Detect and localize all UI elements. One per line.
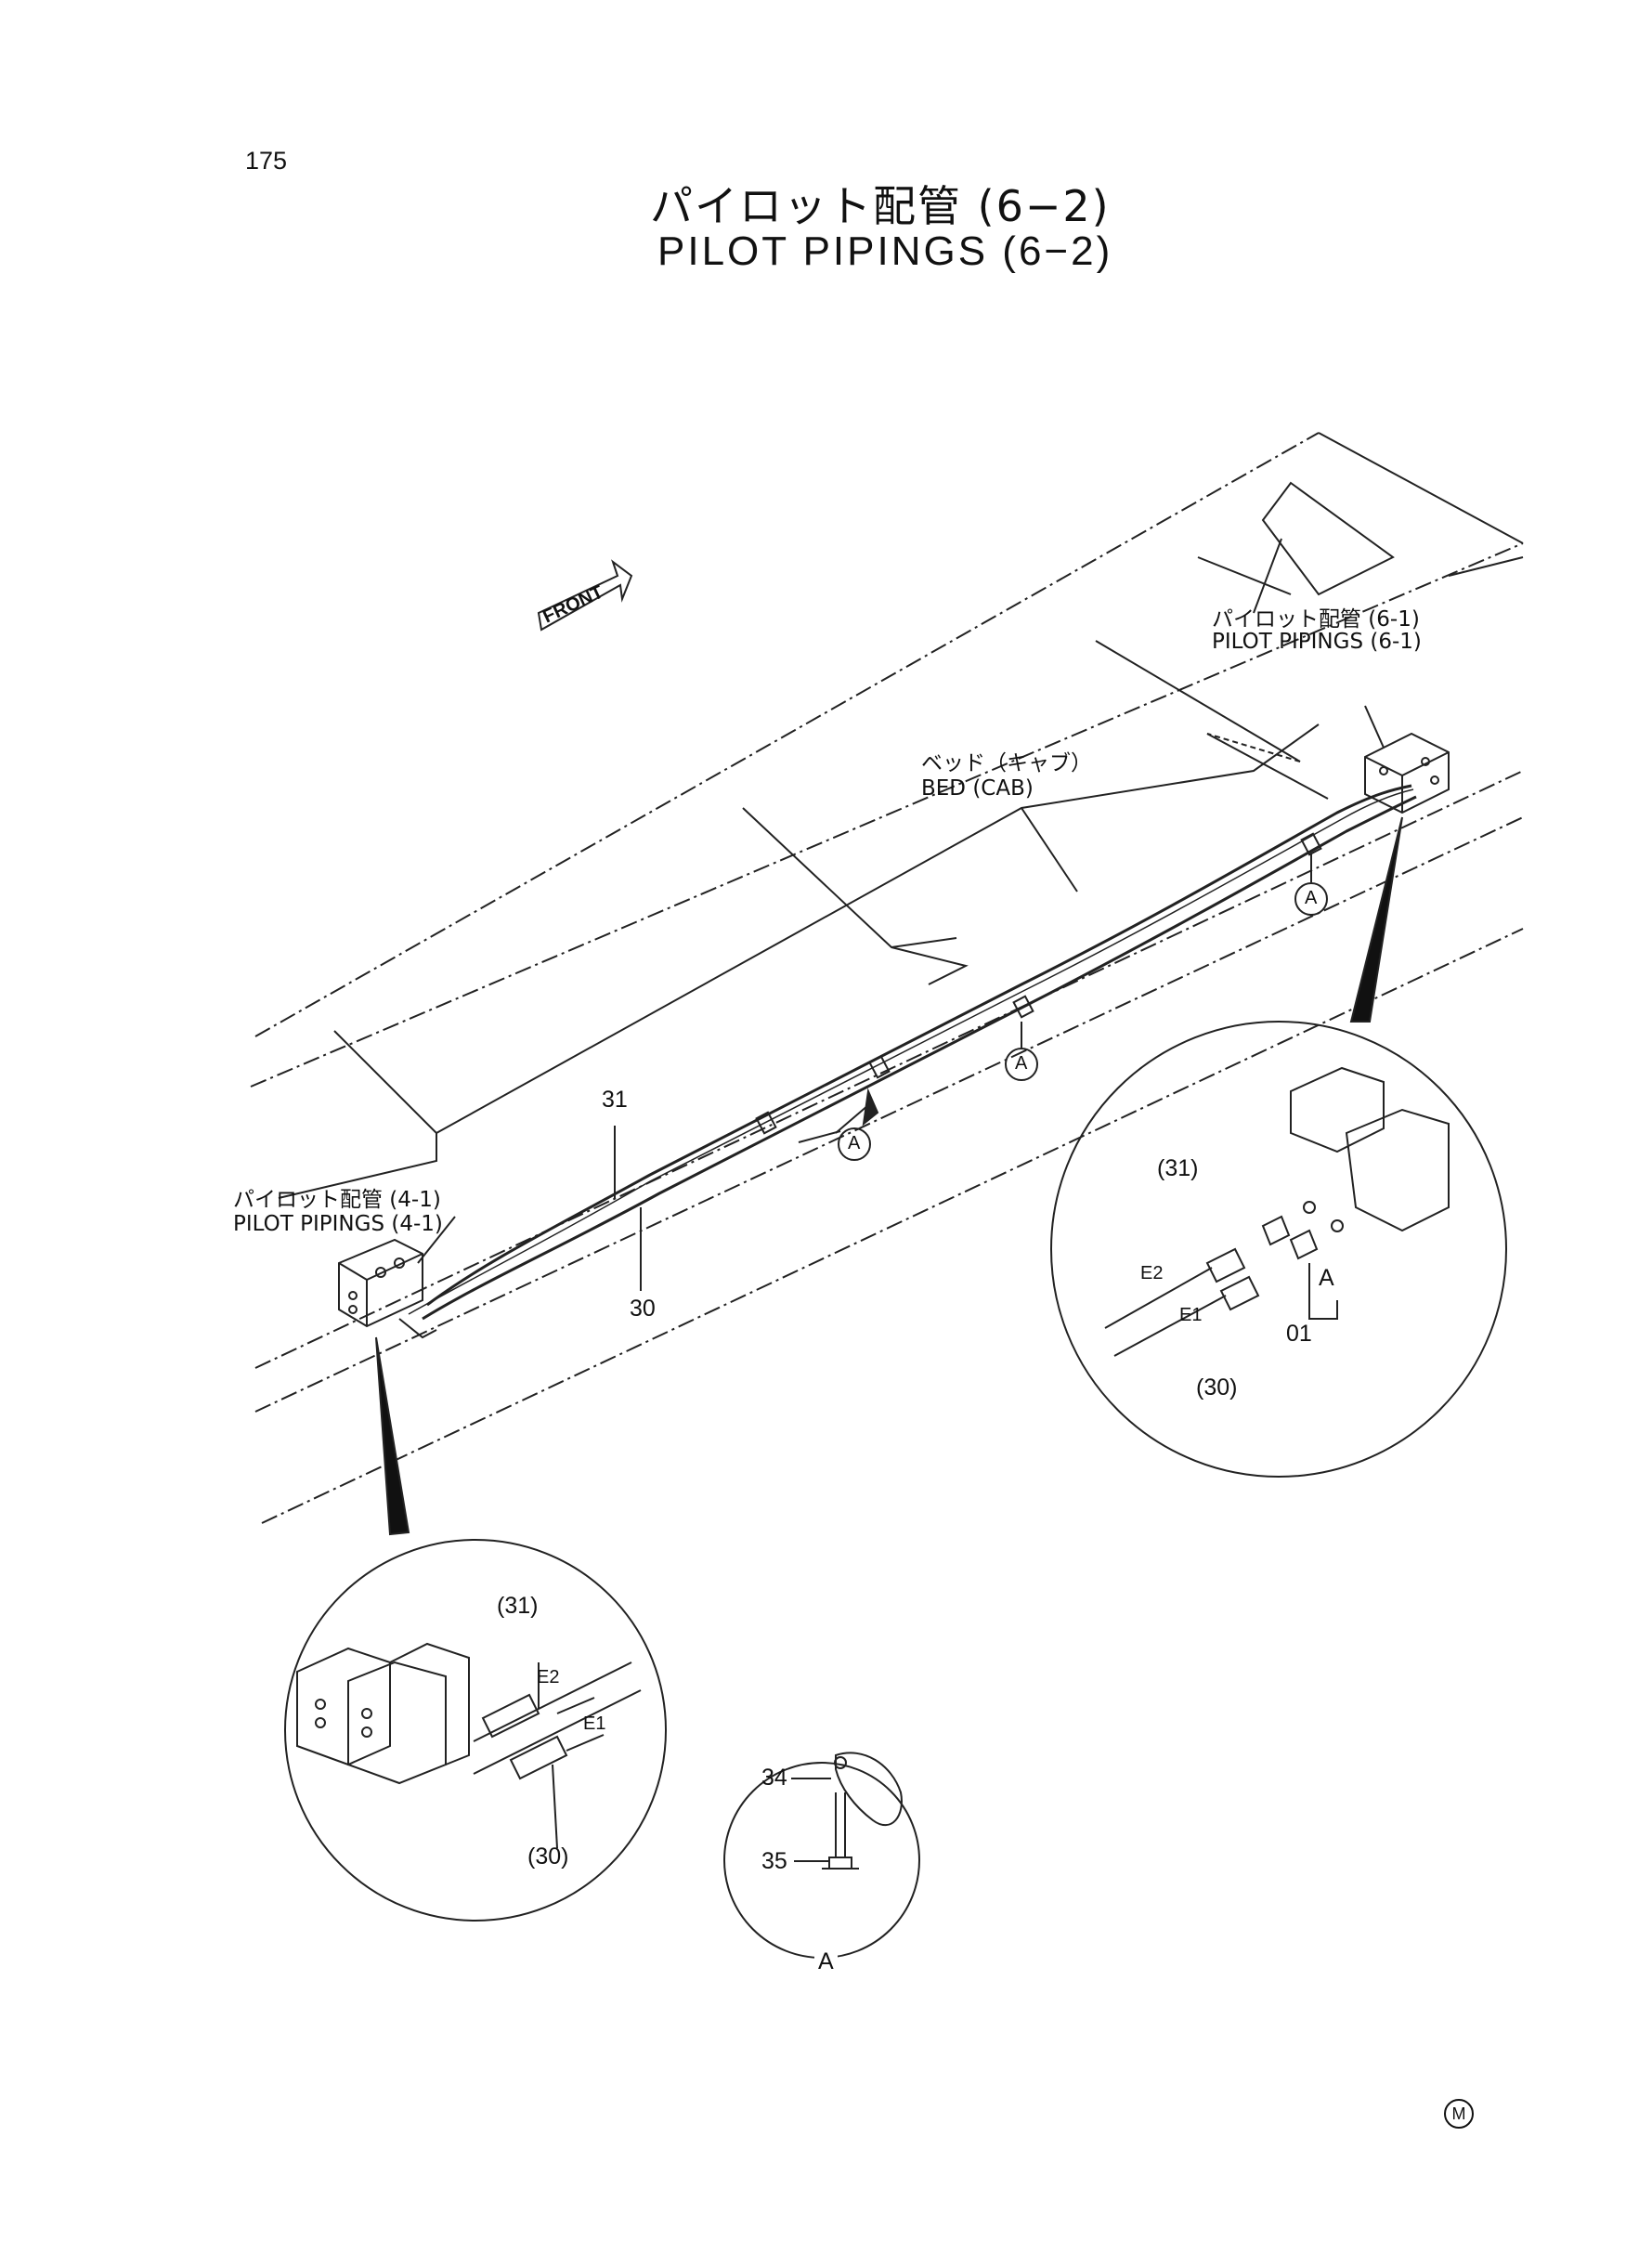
clamp-a-label-2: A: [1015, 1053, 1028, 1074]
pilot-pipings-41-en: PILOT PIPINGS (4-1): [233, 1212, 443, 1236]
detail-left-e2: E2: [537, 1667, 560, 1687]
clamp-a-label-3: A: [1305, 888, 1318, 908]
page-number: 175: [245, 147, 288, 175]
page-title-japanese: パイロット配管 (6−2): [650, 181, 1111, 231]
callout-hose-30: 30: [630, 1296, 656, 1322]
callout-hose-31: 31: [602, 1087, 628, 1113]
frame-edge-4: [254, 816, 1524, 1413]
detail-right-31: (31): [1157, 1155, 1199, 1181]
frame-edge-2: [250, 542, 1524, 1088]
pilot-pipings-61-ja: パイロット配管 (6-1): [1212, 607, 1420, 632]
frame-top-edge: [254, 432, 1320, 1037]
pilot-pipings-61-en: PILOT PIPINGS (6-1): [1212, 630, 1422, 654]
pilot-pipings-41-ja: パイロット配管 (4-1): [233, 1188, 441, 1212]
detail-left-31: (31): [497, 1593, 539, 1619]
front-arrow: [537, 559, 633, 632]
clamp-a-circle: [838, 1127, 871, 1161]
frame-edge-5: [261, 928, 1524, 1524]
detail-a-35: 35: [761, 1848, 787, 1874]
bed-label-ja: ベッド（キャブ）: [921, 751, 1092, 775]
page-title-english: PILOT PIPINGS (6−2): [657, 228, 1113, 274]
detail-left-parts: [296, 1642, 642, 1849]
detail-circle-right: [1050, 1021, 1507, 1478]
detail-right-e1: E1: [1179, 1305, 1203, 1325]
hose-31: [426, 784, 1412, 1307]
hose-30: [422, 795, 1417, 1321]
detail-a-label: A: [814, 1948, 838, 1975]
detail-circle-left: [284, 1539, 667, 1922]
detail-a-34: 34: [761, 1765, 787, 1791]
valve-block-left: [338, 1238, 437, 1339]
detail-a-parts: [791, 1752, 903, 1870]
detail-right-parts: [1104, 1066, 1450, 1357]
detail-right-01: 01: [1286, 1321, 1312, 1347]
detail-right-e2: E2: [1140, 1263, 1164, 1283]
valve-block-right: [1364, 732, 1450, 814]
clamp-a-label-1: A: [848, 1133, 861, 1153]
bed-label-en: BED (CAB): [921, 776, 1034, 801]
detail-right-30: (30): [1196, 1375, 1238, 1401]
footer-m-mark: M: [1444, 2099, 1474, 2129]
detail-right-a: A: [1319, 1265, 1334, 1291]
detail-left-30: (30): [527, 1844, 569, 1870]
detail-left-e1: E1: [583, 1713, 606, 1734]
